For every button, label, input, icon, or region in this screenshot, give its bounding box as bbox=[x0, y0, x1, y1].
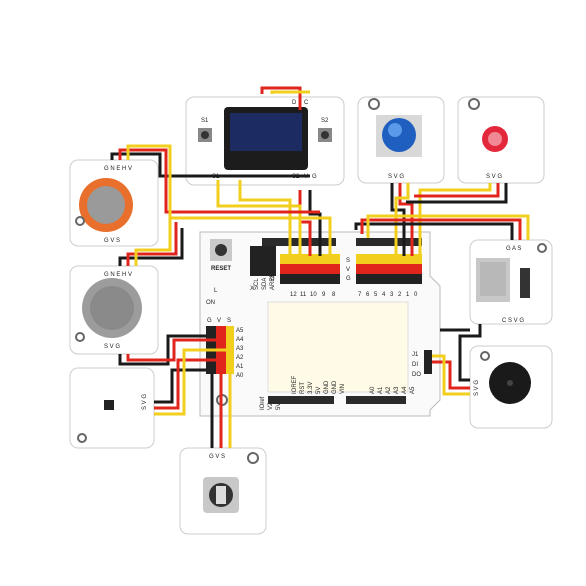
oled-d-label: D bbox=[292, 100, 297, 106]
a0-bottom-label: A0 bbox=[370, 386, 376, 394]
sda-label: SDA bbox=[262, 278, 268, 290]
3v3-label: 3.3V bbox=[308, 382, 314, 394]
di-label: DI bbox=[412, 362, 418, 368]
wire-oled-c bbox=[270, 90, 310, 94]
ioref-label: IOREF bbox=[292, 375, 298, 394]
red-led bbox=[482, 126, 508, 152]
buzzer-module bbox=[469, 345, 553, 429]
wires bbox=[110, 86, 530, 448]
rst-label: RST bbox=[300, 382, 306, 394]
right-s-label: S bbox=[346, 258, 350, 264]
v2-left-label: V2 bbox=[268, 402, 274, 410]
a0-label: A0 bbox=[236, 373, 244, 379]
analog-s-label: S bbox=[227, 318, 231, 324]
pin-6: 6 bbox=[366, 292, 370, 298]
scl-label: SCL bbox=[254, 278, 260, 290]
pin-7: 7 bbox=[358, 292, 362, 298]
pot-pins: G V S bbox=[209, 454, 225, 460]
wire-oled-s2 bbox=[238, 180, 292, 256]
pin-11: 11 bbox=[300, 292, 307, 298]
right-g-label: G bbox=[346, 276, 351, 282]
pin-1: 1 bbox=[406, 292, 410, 298]
pin-2: 2 bbox=[398, 292, 402, 298]
oled-s1-pin-label: S1 bbox=[212, 174, 220, 180]
a2-label: A2 bbox=[236, 355, 244, 361]
gas-sensor-module bbox=[69, 159, 159, 247]
a5-bottom-label: A5 bbox=[410, 386, 416, 394]
s2-label: S2 bbox=[321, 118, 329, 124]
button-pins: S V G bbox=[388, 174, 404, 180]
a5-label: A5 bbox=[236, 328, 244, 334]
ioref-left-label: IOref bbox=[260, 396, 266, 410]
a4-bottom-label: A4 bbox=[402, 386, 408, 394]
a1-label: A1 bbox=[236, 364, 244, 370]
on-label: ON bbox=[206, 300, 215, 306]
potentiometer-module bbox=[179, 447, 267, 535]
pin-10: 10 bbox=[310, 292, 317, 298]
wire-oled-g bbox=[308, 190, 322, 256]
button-module bbox=[357, 96, 445, 184]
top-s-label: S bbox=[270, 258, 274, 264]
light-chip bbox=[104, 400, 114, 410]
oled-g-pin-label: G bbox=[312, 174, 317, 180]
pin-8: 8 bbox=[332, 292, 336, 298]
s1-label: S1 bbox=[201, 118, 209, 124]
a1-bottom-label: A1 bbox=[378, 386, 384, 394]
pin-4: 4 bbox=[382, 292, 386, 298]
oled-module: S1 S2 bbox=[185, 96, 345, 186]
pin-5: 5 bbox=[374, 292, 378, 298]
gnd1-label: GND bbox=[324, 380, 330, 394]
right-v-label: V bbox=[346, 267, 350, 273]
mq-sensor-module bbox=[69, 265, 159, 355]
pin-3: 3 bbox=[390, 292, 394, 298]
buzzer-pins: S V G bbox=[474, 380, 480, 396]
analog-v-label: V bbox=[217, 318, 221, 324]
aref-label: AREF bbox=[270, 274, 276, 290]
oled-c-label: C bbox=[304, 100, 309, 106]
pin-0: 0 bbox=[414, 292, 418, 298]
do-label: DO bbox=[412, 372, 421, 378]
sd-card-module bbox=[469, 239, 553, 325]
5v-label: 5V bbox=[316, 387, 322, 394]
pin-9: 9 bbox=[322, 292, 326, 298]
sd-top-pins: G A S bbox=[506, 246, 521, 252]
top-v2-label: V2 bbox=[268, 267, 276, 273]
reset-label: RESET bbox=[211, 266, 231, 272]
labels: RESET L ON X SCL SDA AREF S V2 G S V G 1… bbox=[104, 100, 524, 460]
a4-label: A4 bbox=[236, 337, 244, 343]
a2-bottom-label: A2 bbox=[386, 386, 392, 394]
wire-oled-d bbox=[260, 86, 302, 110]
wire-oled-s1 bbox=[216, 180, 302, 256]
gas-bottom-pins: G V S bbox=[104, 238, 120, 244]
led-pins: S V G bbox=[486, 174, 502, 180]
mq-top-pins: G N E H V bbox=[104, 272, 132, 278]
a3-bottom-label: A3 bbox=[394, 386, 400, 394]
oled-s2-pin-label: S2 bbox=[292, 174, 300, 180]
light-pins: S V G bbox=[142, 394, 148, 410]
analog-g-label: G bbox=[207, 318, 212, 324]
pin-12: 12 bbox=[290, 292, 297, 298]
5v-left-label: 5V bbox=[276, 403, 282, 410]
mq-bottom-pins: S V G bbox=[104, 344, 120, 350]
a3-label: A3 bbox=[236, 346, 244, 352]
gnd2-label: GND bbox=[332, 380, 338, 394]
vin-label: VIN bbox=[340, 384, 346, 394]
j1-label: J1 bbox=[412, 352, 419, 358]
gas-top-pins: G N E H V bbox=[104, 166, 132, 172]
l-label: L bbox=[214, 288, 218, 294]
oled-v-pin-label: V bbox=[304, 174, 308, 180]
sd-bottom-pins: C S V G bbox=[502, 318, 524, 324]
led-module bbox=[457, 96, 545, 184]
top-g-label: G bbox=[270, 276, 275, 282]
x-label: X bbox=[250, 286, 254, 292]
